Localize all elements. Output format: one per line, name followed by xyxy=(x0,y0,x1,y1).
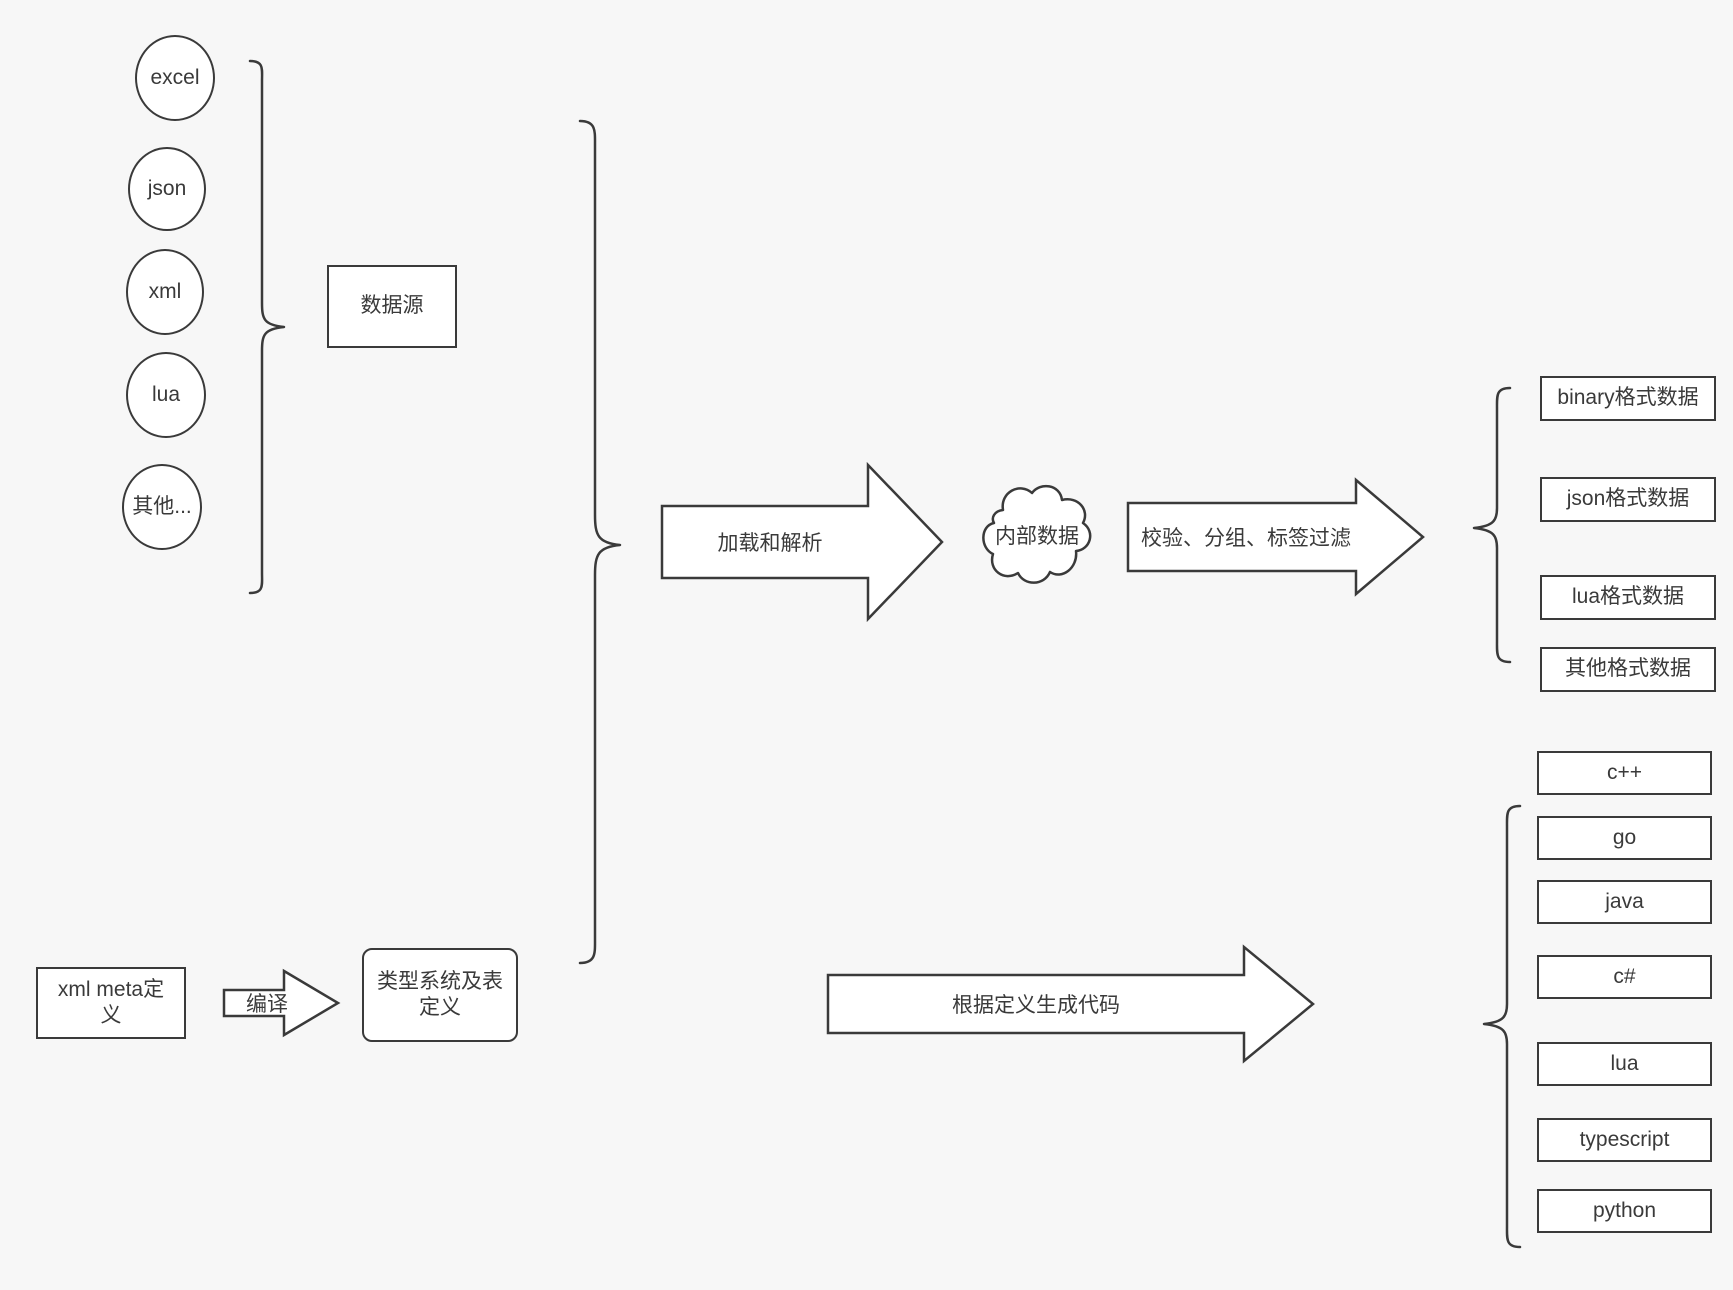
format-label: lua格式数据 xyxy=(1571,585,1685,609)
language-label: c++ xyxy=(1606,760,1643,784)
language-box-lua[interactable]: lua xyxy=(1537,1042,1712,1086)
language-box-typescript[interactable]: typescript xyxy=(1537,1118,1712,1162)
brace-formats-icon xyxy=(1472,386,1512,664)
internal-data-cloud-icon[interactable] xyxy=(978,480,1096,590)
format-label: json格式数据 xyxy=(1566,487,1690,511)
load-parse-arrow-icon[interactable] xyxy=(660,461,945,623)
type-system-box[interactable]: 类型系统及表定义 xyxy=(362,948,518,1042)
language-box-python[interactable]: python xyxy=(1537,1189,1712,1233)
brace-sources-icon xyxy=(248,59,286,595)
language-box-java[interactable]: java xyxy=(1537,880,1712,924)
brace-main-icon xyxy=(578,119,622,965)
format-box-binary[interactable]: binary格式数据 xyxy=(1540,376,1716,421)
format-box-json[interactable]: json格式数据 xyxy=(1540,477,1716,522)
language-label: lua xyxy=(1610,1051,1639,1075)
source-label: lua xyxy=(151,382,181,406)
source-node-lua[interactable]: lua xyxy=(126,352,206,438)
source-node-excel[interactable]: excel xyxy=(135,35,215,121)
format-label: 其他格式数据 xyxy=(1565,657,1691,681)
validate-filter-arrow-icon[interactable] xyxy=(1126,477,1426,597)
source-label: 其他... xyxy=(132,494,192,518)
source-node-json[interactable]: json xyxy=(128,147,206,231)
source-node-other[interactable]: 其他... xyxy=(122,464,202,550)
language-box-go[interactable]: go xyxy=(1537,816,1712,860)
language-label: go xyxy=(1612,825,1637,849)
language-label: python xyxy=(1592,1198,1657,1222)
source-node-xml[interactable]: xml xyxy=(126,249,204,335)
brace-languages-icon xyxy=(1482,804,1522,1249)
codegen-arrow-icon[interactable] xyxy=(826,944,1316,1064)
data-source-label: 数据源 xyxy=(360,294,424,318)
xml-meta-def-box[interactable]: xml meta定义 xyxy=(36,967,186,1039)
language-box-csharp[interactable]: c# xyxy=(1537,955,1712,999)
language-label: java xyxy=(1605,889,1644,913)
format-box-other[interactable]: 其他格式数据 xyxy=(1540,647,1716,692)
type-system-label: 类型系统及表定义 xyxy=(377,969,503,1019)
language-label: c# xyxy=(1613,964,1636,988)
source-label: excel xyxy=(150,65,200,89)
format-label: binary格式数据 xyxy=(1557,386,1699,410)
xml-meta-def-label: xml meta定义 xyxy=(57,977,165,1027)
format-box-lua[interactable]: lua格式数据 xyxy=(1540,575,1716,620)
source-label: json xyxy=(147,176,187,200)
source-label: xml xyxy=(148,279,182,303)
language-label: typescript xyxy=(1579,1127,1670,1151)
compile-arrow-icon[interactable] xyxy=(222,968,342,1038)
language-box-cpp[interactable]: c++ xyxy=(1537,751,1712,795)
data-source-box[interactable]: 数据源 xyxy=(327,265,457,348)
